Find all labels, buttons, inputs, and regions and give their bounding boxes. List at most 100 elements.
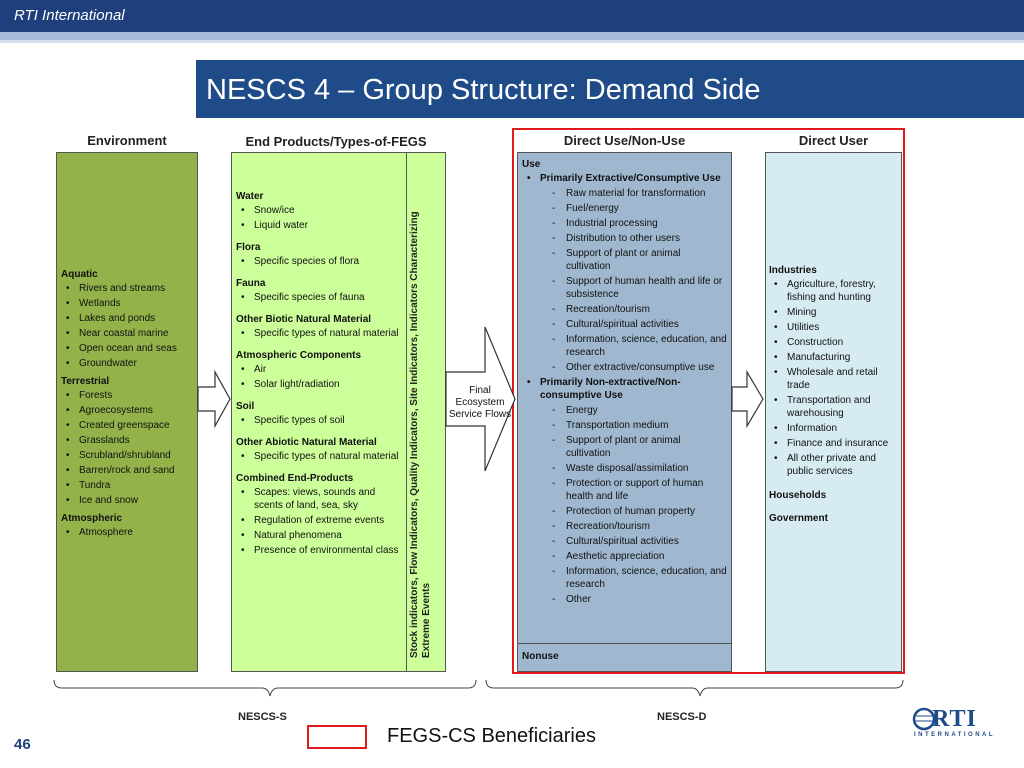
list-item: Air [241,363,403,376]
header-stripe-light [0,40,1024,43]
nescs-s-brace [53,679,477,697]
header-stripe [0,32,1024,40]
list-item: Aesthetic appreciation [552,550,727,563]
list-item: Ice and snow [66,494,193,507]
list-item: Information, science, education, and res… [552,333,727,359]
legend-swatch [307,725,367,749]
list-item: Tundra [66,479,193,492]
list-item: Cultural/spiritual activities [552,535,727,548]
list-item: Information, science, education, and res… [552,565,727,591]
list-item: Snow/ice [241,204,403,217]
industries-list: Agriculture, forestry, fishing and hunti… [769,278,898,478]
list-item: Agriculture, forestry, fishing and hunti… [774,278,898,304]
page-number: 46 [14,736,31,753]
arrow-env-to-products [197,369,231,429]
extractive-heading: Primarily Extractive/Consumptive Use [527,172,727,185]
water-heading: Water [236,191,264,202]
logo-subtext: INTERNATIONAL [914,732,996,738]
list-item: Presence of environmental class [241,544,403,557]
flow-label: Final Ecosystem Service Flows [448,385,512,420]
nonuse-box: Nonuse [517,643,732,672]
list-item: Waste disposal/assimilation [552,462,727,475]
nescs-s-label: NESCS-S [238,711,287,723]
list-item: Lakes and ponds [66,312,193,325]
list-item: Raw material for transformation [552,187,727,200]
atmos-list: AirSolar light/radiation [236,363,403,391]
combined-heading: Combined End-Products [236,473,354,484]
list-item: Support of human health and life or subs… [552,275,727,301]
list-item: Transportation and warehousing [774,394,898,420]
list-item: Industrial processing [552,217,727,230]
fauna-list: Specific species of fauna [236,291,403,304]
list-item: Liquid water [241,219,403,232]
list-item: Energy [552,404,727,417]
households-heading: Households [769,490,827,501]
end-products-box: Water Snow/iceLiquid water Flora Specifi… [231,152,408,672]
top-bar: RTI International [0,0,1024,32]
atmos-heading: Atmospheric Components [236,350,362,361]
list-item: Barren/rock and sand [66,464,193,477]
org-name: RTI International [14,7,125,24]
environment-box: Aquatic Rivers and streamsWetlandsLakes … [56,152,198,672]
list-item: Other extractive/consumptive use [552,361,727,374]
use-box: Use Primarily Extractive/Consumptive Use… [517,152,732,644]
list-item: Forests [66,389,193,402]
nonextractive-list: EnergyTransportation mediumSupport of pl… [522,404,727,606]
arrow-flows-to-use [445,326,516,472]
list-item: Scrubland/shrubland [66,449,193,462]
nescs-d-brace [485,679,904,697]
end-products-header: End Products/Types-of-FEGS [245,134,427,149]
nonextractive-heading: Primarily Non-extractive/Non-consumptive… [527,376,727,402]
nonextractive-heading-list: Primarily Non-extractive/Non-consumptive… [522,376,727,402]
atmospheric-heading: Atmospheric [61,513,123,524]
list-item: Created greenspace [66,419,193,432]
nescs-d-label: NESCS-D [657,711,707,723]
combined-list: Scapes: views, sounds and scents of land… [236,486,403,557]
aquatic-heading: Aquatic [61,269,98,280]
soil-heading: Soil [236,401,255,412]
fauna-heading: Fauna [236,278,266,289]
list-item: All other private and public services [774,452,898,478]
list-item: Specific types of soil [241,414,403,427]
list-item: Support of plant or animal cultivation [552,434,727,460]
flora-heading: Flora [236,242,261,253]
list-item: Regulation of extreme events [241,514,403,527]
list-item: Solar light/radiation [241,378,403,391]
list-item: Recreation/tourism [552,303,727,316]
arrow-use-to-user [731,369,764,429]
title-bar: NESCS 4 – Group Structure: Demand Side [196,60,1024,118]
water-list: Snow/iceLiquid water [236,204,403,232]
aquatic-list: Rivers and streamsWetlandsLakes and pond… [61,282,193,370]
legend-label: FEGS-CS Beneficiaries [387,725,596,747]
terrestrial-heading: Terrestrial [61,376,110,387]
terrestrial-list: ForestsAgroecosystemsCreated greenspaceG… [61,389,193,507]
list-item: Information [774,422,898,435]
logo-text: RTI [932,706,977,732]
list-item: Support of plant or animal cultivation [552,247,727,273]
list-item: Specific types of natural material [241,450,403,463]
direct-user-box: Industries Agriculture, forestry, fishin… [765,152,902,672]
list-item: Utilities [774,321,898,334]
list-item: Transportation medium [552,419,727,432]
list-item: Near coastal marine [66,327,193,340]
list-item: Specific species of flora [241,255,403,268]
list-item: Open ocean and seas [66,342,193,355]
direct-user-header: Direct User [798,133,869,148]
list-item: Protection of human property [552,505,727,518]
list-item: Wetlands [66,297,193,310]
abiotic-heading: Other Abiotic Natural Material [236,437,377,448]
extractive-list: Raw material for transformationFuel/ener… [522,187,727,374]
indicators-box: Stock indicators, Flow Indicators, Quali… [406,152,446,672]
list-item: Specific species of fauna [241,291,403,304]
list-item: Manufacturing [774,351,898,364]
list-item: Specific types of natural material [241,327,403,340]
list-item: Wholesale and retail trade [774,366,898,392]
direct-use-header: Direct Use/Non-Use [563,133,686,148]
list-item: Other [552,593,727,606]
list-item: Distribution to other users [552,232,727,245]
list-item: Atmosphere [66,526,193,539]
slide-title: NESCS 4 – Group Structure: Demand Side [206,74,761,106]
list-item: Fuel/energy [552,202,727,215]
abiotic-list: Specific types of natural material [236,450,403,463]
list-item: Natural phenomena [241,529,403,542]
